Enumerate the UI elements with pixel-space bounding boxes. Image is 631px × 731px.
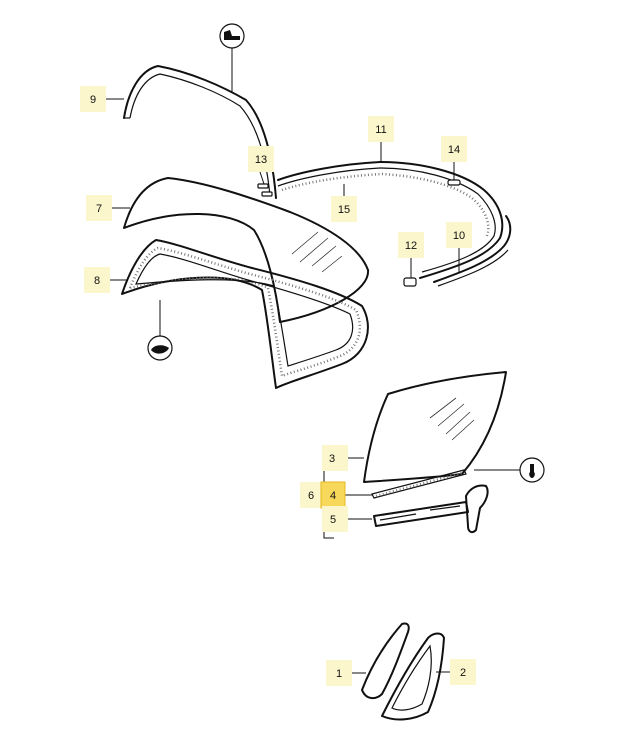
callout-6-label: 6 <box>308 490 314 502</box>
callout-9-label: 9 <box>90 94 96 106</box>
callout-6: 6 <box>300 482 322 508</box>
callout-12-label: 12 <box>405 240 417 252</box>
part-1-quarter-glass <box>361 622 410 700</box>
callout-2: 2 <box>450 659 476 685</box>
sealant-tube-icon <box>147 300 173 361</box>
callout-14-label: 14 <box>448 144 460 156</box>
callout-5-label: 5 <box>330 514 336 526</box>
callout-9: 9 <box>80 86 106 112</box>
callout-11-label: 11 <box>375 124 386 136</box>
callout-14: 14 <box>441 136 467 162</box>
part-2-quarter-seal <box>381 632 445 721</box>
callout-2-label: 2 <box>460 667 466 679</box>
callout-1: 1 <box>326 660 352 686</box>
callout-12: 12 <box>398 232 424 258</box>
callout-11: 11 <box>368 116 394 142</box>
part-11-side-seal <box>277 161 504 279</box>
part-10-lower-seal <box>433 215 512 287</box>
callout-4: 4 <box>320 481 346 509</box>
part-12-plug <box>403 277 417 287</box>
callout-1-label: 1 <box>336 668 342 680</box>
callout-8: 8 <box>84 267 110 293</box>
callout-10-label: 10 <box>453 230 465 242</box>
part-9-frame-seal <box>123 65 277 199</box>
part-3-door-glass <box>363 371 507 483</box>
callout-3-label: 3 <box>329 453 335 465</box>
callout-13: 13 <box>248 146 274 172</box>
callout-7: 7 <box>86 195 112 221</box>
callout-13-label: 13 <box>255 154 267 166</box>
callout-8-label: 8 <box>94 275 100 287</box>
callout-7-label: 7 <box>96 203 102 215</box>
adhesive-drop-icon <box>474 457 545 483</box>
callout-15-label: 15 <box>338 204 350 216</box>
seal-profile-icon <box>219 23 245 92</box>
part-13-clip <box>257 183 273 197</box>
callout-5: 5 <box>322 506 348 532</box>
part-8-rear-seal <box>121 239 369 389</box>
part-4-strip <box>371 469 467 499</box>
callout-10: 10 <box>446 222 472 248</box>
part-14-clip <box>447 179 461 186</box>
callout-4-label: 4 <box>330 490 336 502</box>
callout-15: 15 <box>331 196 357 222</box>
callout-3: 3 <box>322 445 348 471</box>
part-5-channel <box>373 484 489 534</box>
